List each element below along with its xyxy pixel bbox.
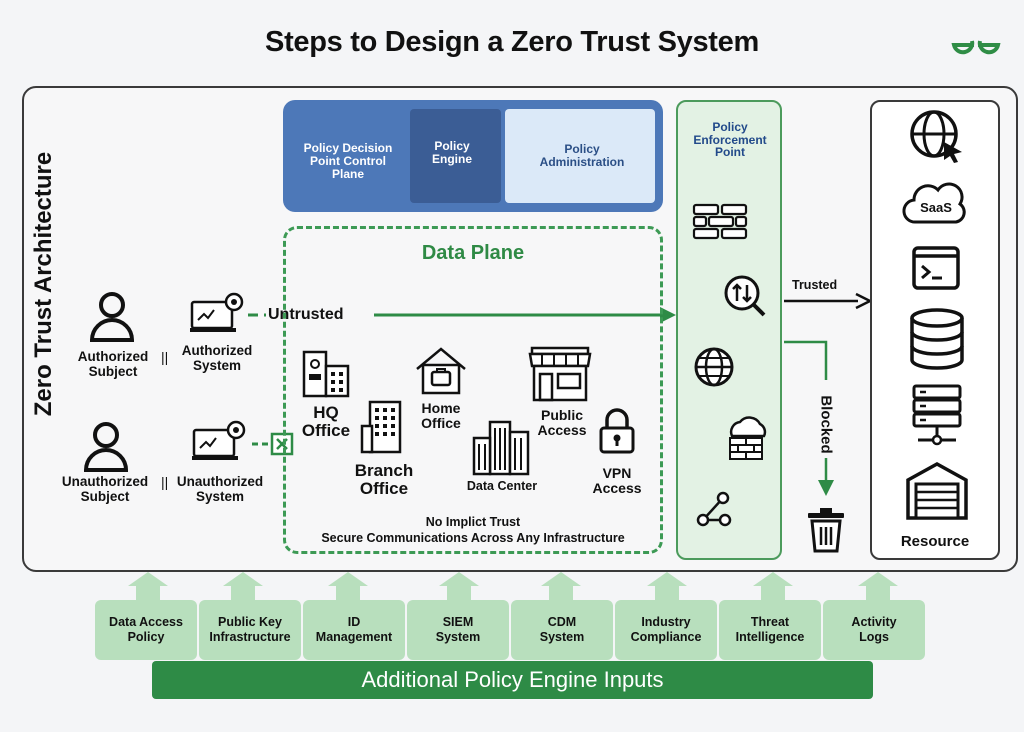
authorized-system-icon: [190, 292, 244, 332]
trusted-label: Trusted: [792, 278, 838, 292]
saas-cloud-icon: [902, 182, 966, 224]
authorized-user-icon: [89, 292, 135, 342]
policy-enforcement-point-box: [676, 100, 782, 560]
warehouse-icon: [906, 462, 968, 520]
blocked-label: Blocked: [817, 395, 835, 454]
blocked-arrow: [784, 340, 834, 496]
public-access-store-icon: [528, 346, 592, 402]
vpn-lock-icon: [599, 408, 635, 454]
vertical-title: Zero Trust Architecture: [30, 151, 57, 417]
globe-icon: [694, 347, 734, 387]
data-plane-title: Data Plane: [421, 242, 525, 264]
data-center-label: Data Center: [466, 479, 538, 493]
data-plane-box: [283, 226, 663, 554]
home-office-icon: [416, 347, 466, 395]
web-globe-cursor-icon: [910, 110, 962, 163]
terminal-icon: [912, 246, 960, 290]
untrusted-label: Untrusted: [268, 306, 344, 323]
traffic-inspection-icon: [724, 275, 766, 317]
trusted-arrow: [784, 292, 873, 310]
network-nodes-icon: [696, 491, 732, 527]
separator: ||: [161, 474, 169, 490]
unauthorized-user-icon: [83, 422, 129, 472]
policy-admin-box: [505, 109, 655, 203]
branch-building-icon: [360, 400, 402, 454]
saas-label: SaaS: [920, 200, 952, 215]
untrusted-arrow: [248, 307, 676, 323]
policy-engine-box: [410, 109, 501, 203]
gfg-logo: [951, 40, 1001, 55]
database-icon: [910, 308, 964, 370]
separator: ||: [161, 349, 169, 365]
page-title: Steps to Design a Zero Trust System: [265, 26, 759, 58]
resource-label: Resource: [900, 533, 970, 550]
hq-building-icon: [302, 350, 350, 398]
server-rack-icon: [912, 384, 962, 446]
cloud-firewall-icon: [729, 416, 767, 460]
unauthorized-system-icon: [192, 420, 246, 460]
blocked-x-icon: [252, 432, 294, 456]
additional-inputs-bar: Additional Policy Engine Inputs: [152, 661, 873, 699]
data-center-icon: [472, 420, 530, 476]
firewall-icon: [692, 203, 748, 240]
trash-icon: [808, 508, 844, 553]
input-up-arrows: [128, 572, 898, 600]
